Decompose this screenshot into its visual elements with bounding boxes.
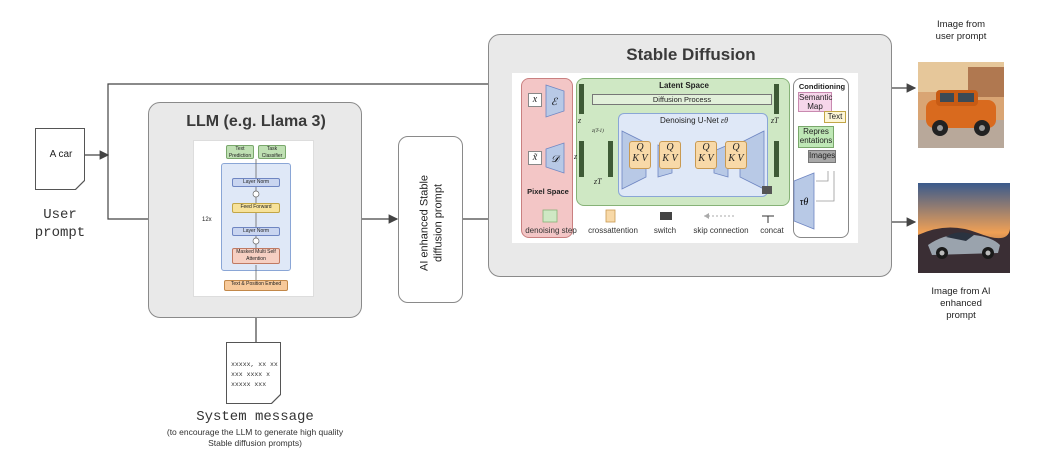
task-classifier-block: Task Classifier: [258, 145, 286, 159]
system-message-subtitle: (to encourage the LLM to generate high q…: [120, 427, 390, 449]
enhanced-prompt-line1: AI enhanced Stable: [418, 174, 431, 272]
pixel-space-label: Pixel Space: [527, 187, 569, 196]
tau-symbol: τθ: [800, 197, 809, 208]
ai-prompt-car-image: [918, 183, 1010, 273]
diffusion-process-label: Diffusion Process: [652, 95, 712, 104]
x-hat-output-box: x̃: [528, 151, 542, 165]
transformer-inner-arrows: [252, 159, 260, 280]
denoising-step-icon: [542, 209, 558, 223]
z-bar-bottom: [579, 141, 584, 177]
conditioning-images: Images: [808, 150, 836, 163]
layer-norm-mid-block: Layer Norm: [232, 227, 280, 236]
qkv-q: Q: [666, 142, 674, 153]
legend-concat: concat: [760, 226, 784, 235]
ai-image-label-line3: prompt: [946, 310, 976, 321]
qkv-kv: K V: [728, 153, 744, 164]
zt-bar-top: [774, 84, 779, 114]
zt-label-bottom: zT: [594, 177, 602, 186]
layer-norm-top-block: Layer Norm: [232, 178, 280, 187]
qkv-q: Q: [636, 142, 644, 153]
conditioning-semantic-map: Semantic Map: [798, 92, 833, 112]
tau-encoder-shape: τθ: [762, 171, 835, 230]
latent-space-label: Latent Space: [659, 81, 709, 90]
z-label-top: z: [578, 116, 582, 125]
qkv-q: Q: [702, 142, 710, 153]
unet-symbol: εθ: [720, 116, 729, 125]
system-message-sub1: (to encourage the LLM to generate high q…: [166, 427, 344, 437]
qkv-kv: K V: [632, 153, 648, 164]
conditioning-text: Text: [824, 111, 846, 123]
system-message-document: xxxxx, xx xx xxx xxxx x xxxxx xxx: [226, 342, 281, 404]
ai-image-label-line1: Image from AI: [931, 286, 991, 297]
llm-architecture-diagram: Text Prediction Task Classifier 12x Laye…: [193, 140, 314, 297]
encoder-symbol: ℰ: [551, 97, 558, 108]
qkv-kv: K V: [662, 153, 678, 164]
conditioning-title: Conditioning: [798, 82, 846, 91]
ai-image-label: Image from AI enhanced prompt: [910, 286, 1012, 322]
legend-icons: [542, 209, 774, 223]
ai-image-label-line2: enhanced: [940, 298, 982, 309]
user-prompt-car-image: [918, 62, 1004, 148]
user-prompt-document: A car: [35, 128, 85, 190]
switch-icon: [660, 212, 672, 220]
qkv-q: Q: [732, 142, 740, 153]
z-label-bottom: z: [574, 152, 578, 161]
user-prompt-text: A car: [49, 149, 73, 160]
zt-bar-bottom: [774, 141, 779, 177]
doc-line-3: xxxxx xxx: [231, 381, 267, 388]
x-input-box: x: [528, 93, 542, 107]
legend-crossattention: crossattention: [588, 226, 638, 235]
stable-diffusion-title: Stable Diffusion: [626, 45, 756, 64]
embed-block: Text & Position Embed: [224, 280, 288, 291]
legend-skip-connection: skip connection: [693, 226, 749, 235]
zt-minus-label: z(T-1): [592, 129, 604, 134]
system-message-sub2: Stable diffusion prompts): [208, 438, 302, 448]
doc-line-1: xxxxx, xx xx: [231, 361, 278, 368]
denoising-unet-label: Denoising U-Net εθ: [619, 116, 769, 125]
text-prediction-block: Text Prediction: [226, 145, 254, 159]
diffusion-process-bar: Diffusion Process: [592, 94, 772, 105]
feed-forward-block: Feed Forward: [232, 203, 280, 213]
sd-architecture-diagram: Pixel Space x x̃ ℰ 𝒟 Latent Space Diffus…: [512, 73, 858, 243]
qkv-kv: K V: [698, 153, 714, 164]
conditioning-representations: Repres entations: [798, 126, 834, 148]
enhanced-prompt-text: AI enhanced Stable diffusion prompt: [418, 141, 446, 306]
user-image-label-line2: user prompt: [935, 31, 987, 42]
legend-switch: switch: [653, 226, 677, 235]
encoder-decoder-shapes: ℰ 𝒟: [545, 84, 565, 174]
user-prompt-label: User prompt: [30, 206, 90, 242]
doc-line-2: xxx xxxx x: [231, 371, 271, 378]
user-prompt-label-line1: User: [43, 207, 77, 223]
llm-title: LLM (e.g. Llama 3): [186, 113, 326, 130]
user-prompt-label-line2: prompt: [34, 225, 86, 241]
denoising-unet-text: Denoising U-Net: [659, 116, 719, 125]
system-message-doc-lines: xxxxx, xx xx xxx xxxx x xxxxx xxx: [231, 360, 278, 390]
system-message-title: System message: [196, 409, 314, 425]
enhanced-prompt-box: AI enhanced Stable diffusion prompt: [398, 136, 463, 303]
repeat-label: 12x: [202, 217, 212, 223]
z-bar-top: [579, 84, 584, 114]
page-fold-icon: [271, 394, 281, 404]
x-hat-symbol: x̃: [532, 152, 538, 163]
enhanced-prompt-line2: diffusion prompt: [432, 183, 445, 263]
zt-label-top: zT: [771, 116, 779, 125]
decoder-symbol: 𝒟: [551, 154, 561, 165]
masked-attention-block: Masked Multi Self Attention: [232, 248, 280, 264]
concat-icon: [762, 215, 774, 223]
crossattention-icon: [605, 209, 616, 223]
x-symbol: x: [532, 94, 538, 105]
user-image-label-line1: Image from: [936, 19, 986, 30]
page-fold-icon: [75, 180, 85, 190]
z-minus-bar: [608, 141, 613, 177]
user-image-label: Image from user prompt: [916, 19, 1006, 43]
legend-denoising-step: denoising step: [525, 226, 577, 235]
